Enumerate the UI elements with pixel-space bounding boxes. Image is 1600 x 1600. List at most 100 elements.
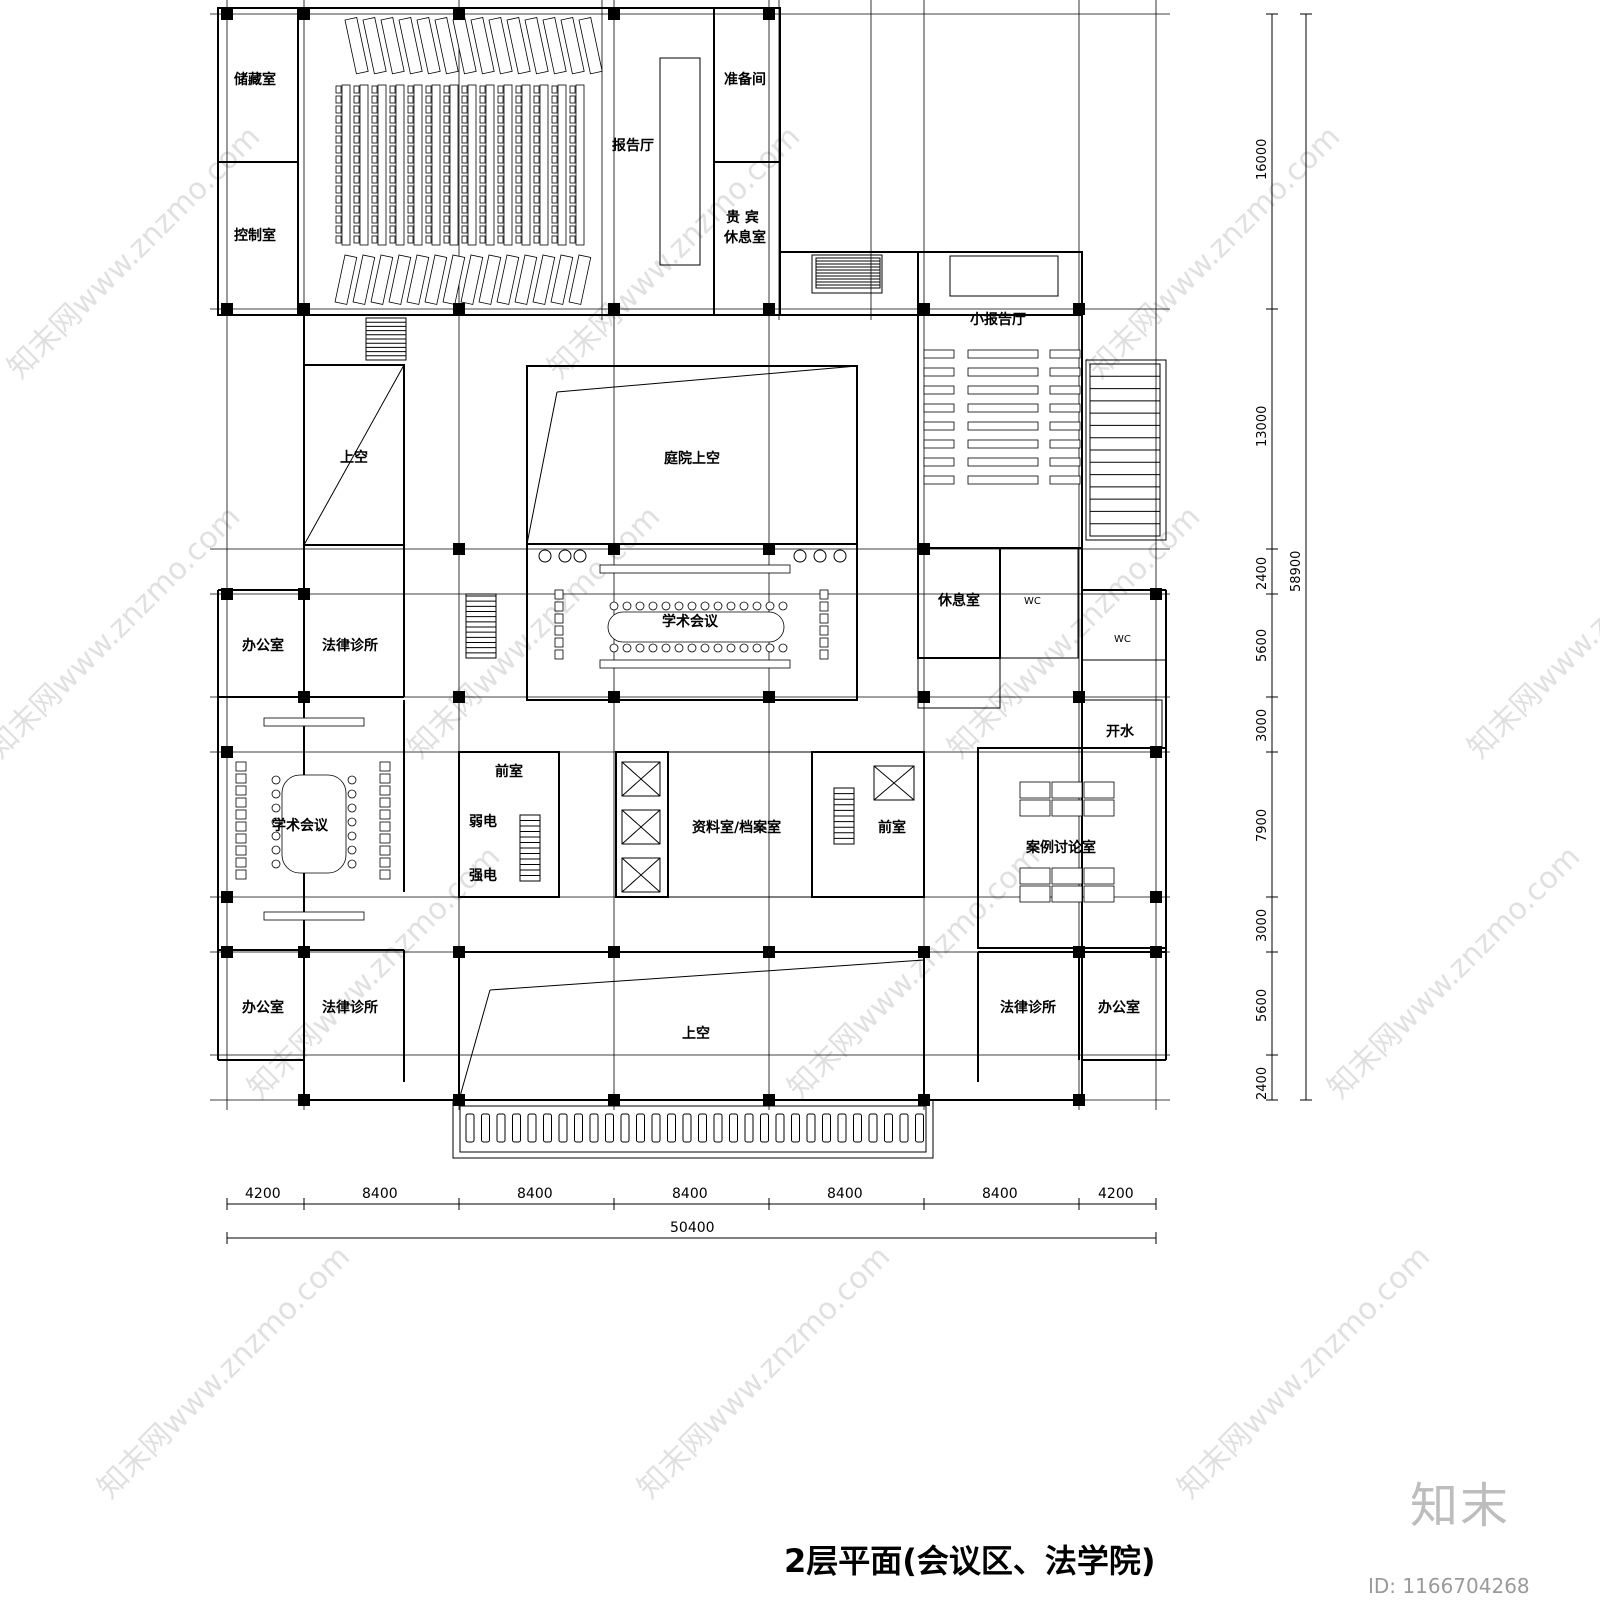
structural-column bbox=[608, 543, 620, 555]
dim-h-1: 8400 bbox=[362, 1186, 398, 1202]
structural-column bbox=[298, 946, 310, 958]
furniture-layer bbox=[235, 17, 1161, 1143]
room-label-vip-lounge: 休息室 bbox=[723, 229, 766, 246]
dim-v-3: 5600 bbox=[1255, 629, 1270, 662]
dim-h-5: 8400 bbox=[982, 1186, 1018, 1202]
room-label-office: 办公室 bbox=[242, 999, 284, 1016]
structural-column bbox=[608, 946, 620, 958]
structural-column bbox=[298, 8, 310, 20]
structural-column bbox=[1073, 691, 1085, 703]
structural-column bbox=[298, 303, 310, 315]
structural-column bbox=[1073, 303, 1085, 315]
structural-column bbox=[1073, 946, 1085, 958]
structural-column bbox=[221, 588, 233, 600]
room-label-control: 控制室 bbox=[234, 227, 276, 244]
dim-v-1: 13000 bbox=[1255, 406, 1270, 447]
structural-column bbox=[918, 1094, 930, 1106]
dim-v-2: 2400 bbox=[1255, 557, 1270, 590]
columns bbox=[221, 8, 1162, 1106]
structural-column bbox=[763, 8, 775, 20]
structural-column bbox=[918, 946, 930, 958]
room-label-wc: WC bbox=[1114, 634, 1131, 645]
dim-v-total: 58900 bbox=[1289, 551, 1304, 592]
watermark-text: 知末网www.znzmo.com bbox=[1321, 839, 1587, 1105]
structural-column bbox=[763, 303, 775, 315]
structural-column bbox=[453, 946, 465, 958]
room-label-legal-clinic: 法律诊所 bbox=[322, 637, 378, 654]
dim-v-5: 7900 bbox=[1255, 809, 1270, 842]
dim-h-3: 8400 bbox=[672, 1186, 708, 1202]
structural-column bbox=[221, 746, 233, 758]
room-label-strong-elec: 强电 bbox=[469, 867, 497, 884]
walls bbox=[217, 7, 1167, 1159]
room-label-auditorium: 报告厅 bbox=[612, 137, 654, 154]
watermark-text: 知末网www.znzmo.com bbox=[1461, 499, 1600, 765]
room-label-small-hall: 小报告厅 bbox=[970, 311, 1026, 328]
structural-column bbox=[918, 303, 930, 315]
structural-column bbox=[608, 691, 620, 703]
watermark-text: 知末网www.znzmo.com bbox=[1171, 1239, 1437, 1505]
structural-column bbox=[221, 303, 233, 315]
structural-column bbox=[608, 303, 620, 315]
structural-column bbox=[453, 1094, 465, 1106]
dim-h-0: 4200 bbox=[245, 1186, 281, 1202]
room-label-wc: WC bbox=[1024, 596, 1041, 607]
structural-column bbox=[918, 691, 930, 703]
dim-h-4: 8400 bbox=[827, 1186, 863, 1202]
room-label-void-bottom: 上空 bbox=[682, 1025, 710, 1042]
structural-column bbox=[1150, 946, 1162, 958]
room-label-meeting-left: 学术会议 bbox=[272, 817, 329, 834]
structural-column bbox=[453, 543, 465, 555]
structural-column bbox=[918, 543, 930, 555]
room-label-water: 开水 bbox=[1106, 723, 1135, 740]
dim-v-0: 16000 bbox=[1255, 139, 1270, 180]
structural-column bbox=[298, 1094, 310, 1106]
room-label-anteroom: 前室 bbox=[878, 819, 906, 836]
room-label-office: 办公室 bbox=[242, 637, 284, 654]
structural-column bbox=[1150, 891, 1162, 903]
watermark-text: 知末网www.znzmo.com bbox=[241, 839, 507, 1105]
room-label-legal-clinic: 法律诊所 bbox=[1000, 999, 1056, 1016]
structural-column bbox=[1150, 588, 1162, 600]
structural-column bbox=[453, 303, 465, 315]
dim-h-total: 50400 bbox=[670, 1220, 715, 1236]
structural-column bbox=[763, 691, 775, 703]
structural-column bbox=[298, 691, 310, 703]
room-label-lounge: 休息室 bbox=[937, 592, 980, 609]
structural-column bbox=[453, 8, 465, 20]
structural-column bbox=[221, 946, 233, 958]
image-id-label: ID: 1166704268 bbox=[1368, 1574, 1530, 1598]
watermark-text: 知末网www.znzmo.com bbox=[1081, 119, 1347, 385]
room-label-courtyard-void: 庭院上空 bbox=[664, 450, 720, 467]
dimensions: 4200 8400 8400 8400 8400 8400 4200 50400… bbox=[226, 13, 1312, 1244]
structural-column bbox=[453, 691, 465, 703]
dim-h-6: 4200 bbox=[1098, 1186, 1134, 1202]
room-label-archive: 资料室/档案室 bbox=[692, 819, 781, 836]
room-label-prep: 准备间 bbox=[724, 71, 766, 88]
structural-column bbox=[763, 946, 775, 958]
structural-column bbox=[608, 1094, 620, 1106]
watermark-text: 知末网www.znzmo.com bbox=[941, 499, 1207, 765]
room-label-case-room: 案例讨论室 bbox=[1025, 839, 1096, 856]
structural-column bbox=[763, 1094, 775, 1106]
room-label-anteroom: 前室 bbox=[495, 763, 523, 780]
room-label-office: 办公室 bbox=[1098, 999, 1140, 1016]
room-label-legal-clinic: 法律诊所 bbox=[322, 999, 378, 1016]
room-label-meeting-center: 学术会议 bbox=[662, 613, 719, 630]
room-label-void-left: 上空 bbox=[340, 449, 368, 466]
drawing-title: 2层平面(会议区、法学院) bbox=[784, 1542, 1156, 1580]
structural-column bbox=[221, 8, 233, 20]
brand-logo: 知末 bbox=[1410, 1478, 1511, 1534]
room-labels: 储藏室 控制室 报告厅 准备间 贵 宾 休息室 小报告厅 上空 庭院上空 学术会… bbox=[233, 71, 1140, 1042]
structural-column bbox=[298, 588, 310, 600]
watermark-text: 知末网www.znzmo.com bbox=[0, 499, 247, 765]
room-label-vip: 贵 宾 bbox=[726, 209, 759, 226]
watermark-text: 知末网www.znzmo.com bbox=[631, 1239, 897, 1505]
structural-column bbox=[763, 543, 775, 555]
dim-v-4: 3000 bbox=[1255, 709, 1270, 742]
watermark-text: 知末网www.znzmo.com bbox=[91, 1239, 357, 1505]
dim-v-7: 5600 bbox=[1255, 989, 1270, 1022]
structural-column bbox=[608, 8, 620, 20]
dim-h-2: 8400 bbox=[517, 1186, 553, 1202]
